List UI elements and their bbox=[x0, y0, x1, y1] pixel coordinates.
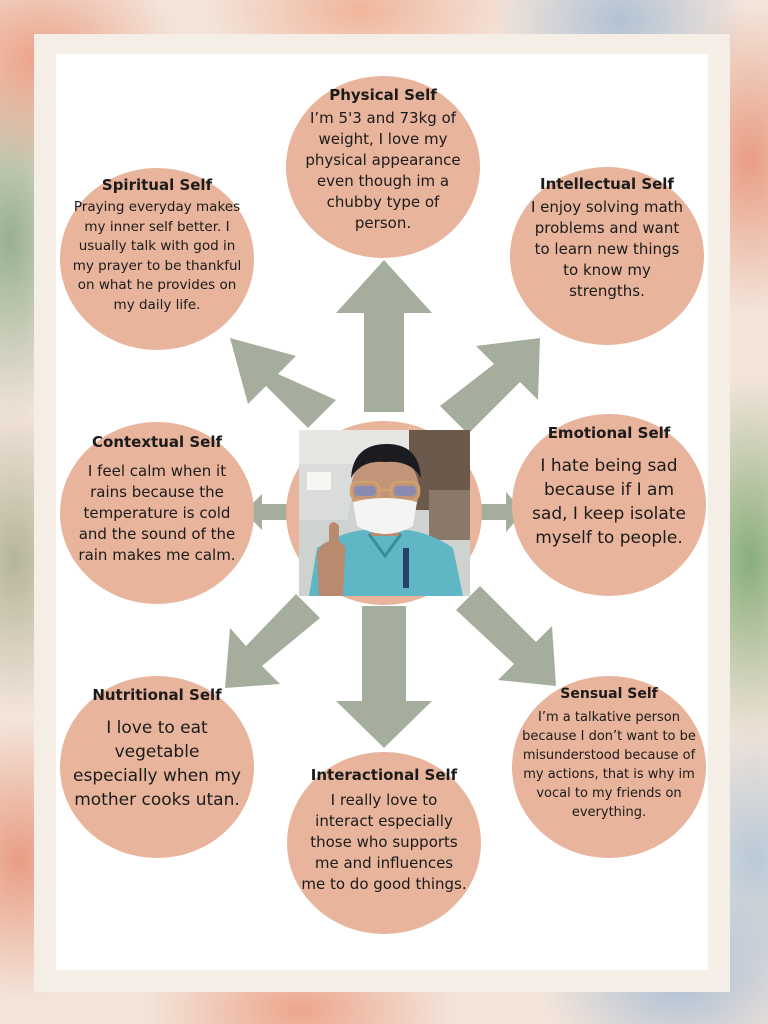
node-text: I really love to interact especially tho… bbox=[301, 791, 467, 893]
node-title: Emotional Self bbox=[547, 424, 671, 442]
arrow-left bbox=[244, 494, 288, 530]
node-nutritional-self: Nutritional Self I love to eat vegetable… bbox=[60, 676, 254, 858]
node-text: I feel calm when it rains because the te… bbox=[78, 462, 236, 564]
node-title: Physical Self bbox=[329, 86, 437, 104]
arrow-up-right bbox=[440, 338, 540, 434]
node-title: Intellectual Self bbox=[540, 175, 674, 193]
arrow-down-left bbox=[225, 594, 320, 688]
node-title: Interactional Self bbox=[310, 766, 458, 784]
person-photo-icon bbox=[299, 430, 470, 596]
node-interactional-self: Interactional Self I really love to inte… bbox=[287, 752, 481, 934]
node-text: Praying everyday makes my inner self bet… bbox=[72, 199, 242, 313]
node-text: I’m a talkative person because I don’t w… bbox=[522, 710, 696, 820]
node-text: I enjoy solving math problems and want t… bbox=[530, 198, 684, 300]
node-spiritual-self: Spiritual Self Praying everyday makes my… bbox=[60, 168, 254, 350]
node-text: I hate being sad because if I am sad, I … bbox=[532, 456, 686, 548]
node-sensual-self: Sensual Self I’m a talkative person beca… bbox=[512, 676, 706, 858]
node-title: Contextual Self bbox=[92, 433, 222, 451]
arrow-down bbox=[336, 606, 432, 748]
node-emotional-self: Emotional Self I hate being sad because … bbox=[512, 414, 706, 596]
node-title: Nutritional Self bbox=[92, 686, 222, 704]
node-title: Sensual Self bbox=[560, 686, 658, 702]
node-title: Spiritual Self bbox=[101, 176, 213, 194]
node-text: I’m 5'3 and 73kg of weight, I love my ph… bbox=[305, 109, 461, 232]
node-intellectual-self: Intellectual Self I enjoy solving math p… bbox=[510, 167, 704, 345]
arrow-up bbox=[336, 260, 432, 412]
node-text: I love to eat vegetable especially when … bbox=[73, 718, 241, 810]
arrow-down-right bbox=[456, 586, 556, 686]
node-contextual-self: Contextual Self I feel calm when it rain… bbox=[60, 422, 254, 604]
arrow-up-left bbox=[230, 338, 336, 428]
node-physical-self: Physical Self I’m 5'3 and 73kg of weight… bbox=[286, 76, 480, 258]
